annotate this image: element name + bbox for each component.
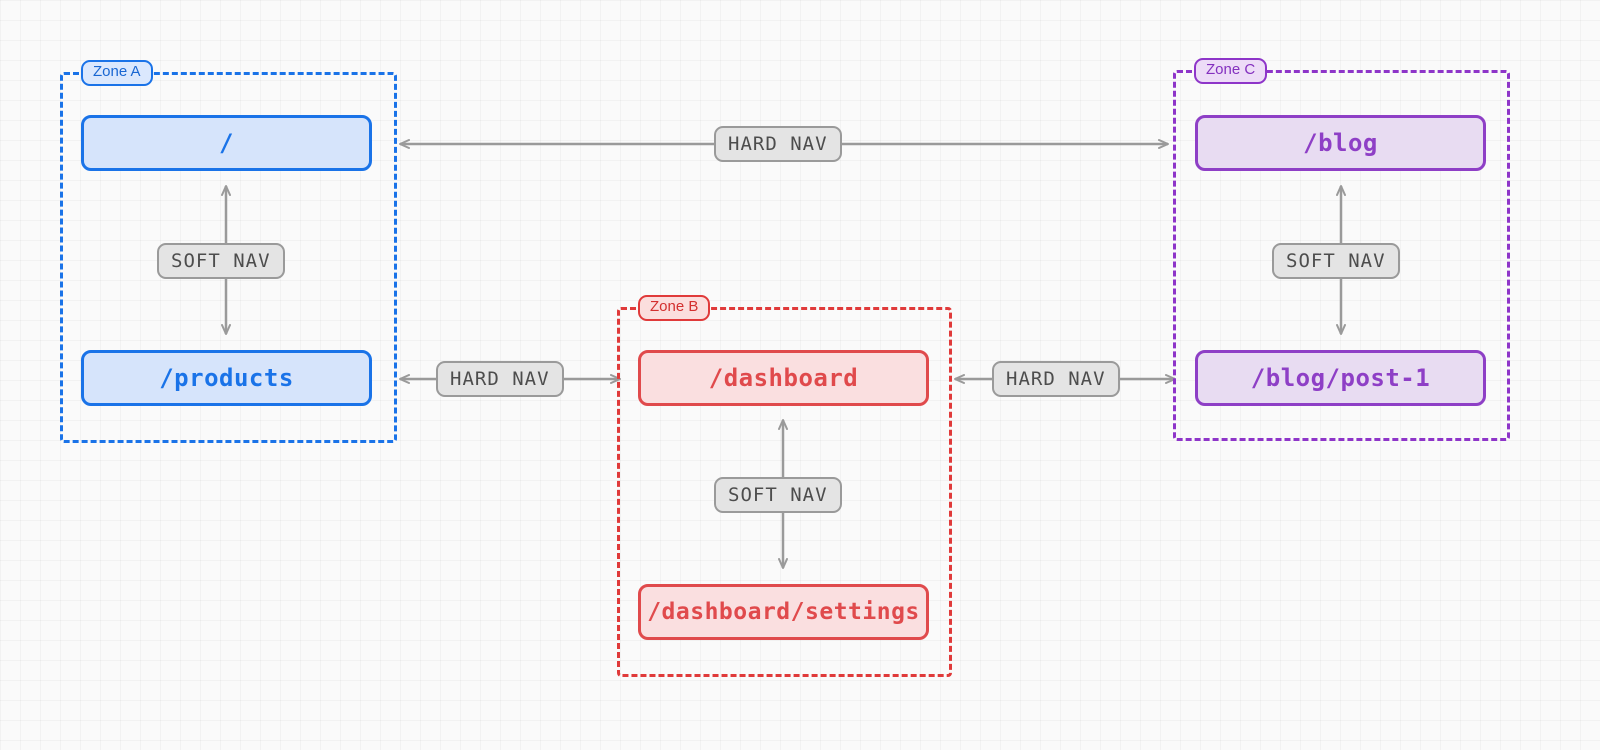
edge-label-dashboard-settings-text: SOFT NAV bbox=[728, 484, 828, 506]
node-blog[interactable]: /blog bbox=[1195, 115, 1486, 171]
node-root[interactable]: / bbox=[81, 115, 372, 171]
node-blog-post-1-label: /blog/post-1 bbox=[1250, 364, 1431, 392]
node-dashboard-label: /dashboard bbox=[708, 364, 859, 392]
node-products[interactable]: /products bbox=[81, 350, 372, 406]
zone-a-container: Zone A bbox=[60, 60, 397, 443]
node-dashboard-settings-label: /dashboard/settings bbox=[647, 599, 920, 625]
edge-label-products-dashboard: HARD NAV bbox=[436, 361, 564, 397]
edge-label-root-blog: HARD NAV bbox=[714, 126, 842, 162]
edge-label-blog-blogpost-text: SOFT NAV bbox=[1286, 250, 1386, 272]
zone-a-label: Zone A bbox=[81, 60, 153, 86]
node-blog-label: /blog bbox=[1303, 129, 1378, 157]
node-dashboard[interactable]: /dashboard bbox=[638, 350, 929, 406]
node-dashboard-settings[interactable]: /dashboard/settings bbox=[638, 584, 929, 640]
node-products-label: /products bbox=[159, 364, 294, 392]
zone-b-container: Zone B bbox=[617, 295, 952, 677]
edge-label-products-dashboard-text: HARD NAV bbox=[450, 368, 550, 390]
edge-label-blog-blogpost: SOFT NAV bbox=[1272, 243, 1400, 279]
edge-label-dashboard-blogpost: HARD NAV bbox=[992, 361, 1120, 397]
edge-label-root-products: SOFT NAV bbox=[157, 243, 285, 279]
edge-label-dashboard-settings: SOFT NAV bbox=[714, 477, 842, 513]
zone-c-label: Zone C bbox=[1194, 58, 1268, 84]
zone-b-label: Zone B bbox=[638, 295, 711, 321]
node-blog-post-1[interactable]: /blog/post-1 bbox=[1195, 350, 1486, 406]
edge-label-root-products-text: SOFT NAV bbox=[171, 250, 271, 272]
edge-label-dashboard-blogpost-text: HARD NAV bbox=[1006, 368, 1106, 390]
node-root-label: / bbox=[219, 129, 234, 157]
edge-label-root-blog-text: HARD NAV bbox=[728, 133, 828, 155]
zone-c-container: Zone C bbox=[1173, 58, 1510, 441]
